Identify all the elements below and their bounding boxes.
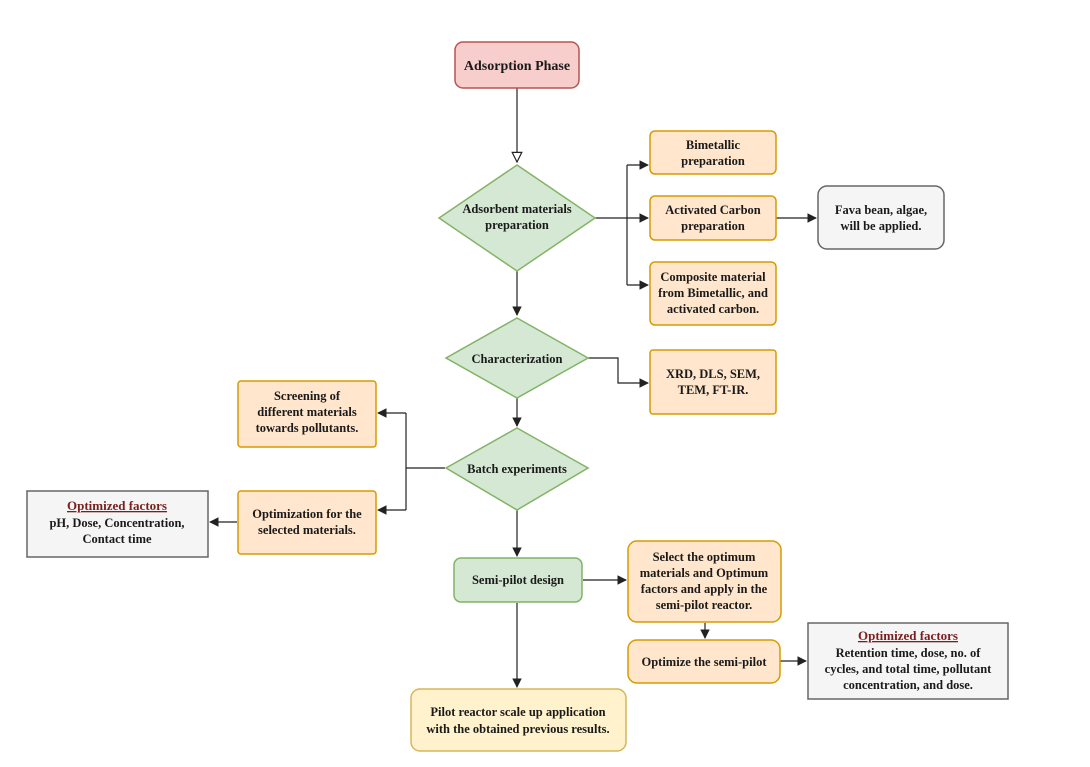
optimization-line-1: Optimization for the (252, 507, 362, 521)
screening-line-2: different materials (257, 405, 357, 419)
batch-label: Batch experiments (467, 462, 567, 476)
composite-line-1: Composite material (660, 270, 766, 284)
node-optimize-semi-pilot: Optimize the semi-pilot (627, 639, 781, 684)
optimized-factors-right-line-3: concentration, and dose. (843, 678, 973, 692)
node-activated-carbon-preparation: Activated Carbon preparation (649, 195, 777, 241)
edge-characterization-to-techniques (588, 357, 649, 388)
techniques-line-1: XRD, DLS, SEM, (666, 367, 760, 381)
node-semi-pilot-design: Semi-pilot design (453, 557, 583, 603)
screening-line-3: towards pollutants. (256, 421, 359, 435)
optimize-semi-pilot-label: Optimize the semi-pilot (642, 655, 768, 669)
fava-bean-line-2: will be applied. (841, 219, 922, 233)
node-fava-bean-algae: Fava bean, algae, will be applied. (817, 185, 945, 250)
techniques-line-2: TEM, FT-IR. (678, 383, 749, 397)
bimetallic-line-1: Bimetallic (686, 138, 741, 152)
node-pilot-reactor: Pilot reactor scale up application with … (410, 688, 627, 752)
select-optimum-line-4: semi-pilot reactor. (656, 598, 753, 612)
select-optimum-line-3: factors and apply in the (641, 582, 768, 596)
characterization-label: Characterization (472, 352, 563, 366)
edges (209, 88, 817, 688)
select-optimum-line-2: materials and Optimum (640, 566, 769, 580)
pilot-reactor-line-2: with the obtained previous results. (426, 722, 609, 736)
optimization-line-2: selected materials. (258, 523, 356, 537)
bimetallic-line-2: preparation (681, 154, 745, 168)
screening-line-1: Screening of (274, 389, 341, 403)
optimized-factors-right-line-1: Retention time, dose, no. of (836, 646, 982, 660)
pilot-reactor-line-1: Pilot reactor scale up application (430, 705, 605, 719)
node-adsorption-phase: Adsorption Phase (454, 41, 580, 89)
node-composite-material: Composite material from Bimetallic, and … (649, 261, 777, 326)
composite-line-2: from Bimetallic, and (658, 286, 768, 300)
node-optimization-selected: Optimization for the selected materials. (237, 490, 377, 555)
optimized-factors-right-heading: Optimized factors (858, 628, 958, 643)
node-characterization: Characterization (444, 317, 590, 399)
node-batch-experiments: Batch experiments (444, 427, 590, 511)
optimized-factors-left-line-1: pH, Dose, Concentration, (49, 516, 184, 530)
optimized-factors-left-line-2: Contact time (82, 532, 152, 546)
node-adsorbent-preparation: Adsorbent materials preparation (437, 164, 597, 272)
adsorption-phase-label: Adsorption Phase (464, 59, 570, 74)
select-optimum-line-1: Select the optimum (653, 550, 756, 564)
node-optimized-factors-right: Optimized factors Retention time, dose, … (807, 622, 1009, 700)
node-optimized-factors-left: Optimized factors pH, Dose, Concentratio… (26, 490, 209, 558)
adsorbent-prep-line-1: Adsorbent materials (462, 202, 571, 216)
semi-pilot-design-label: Semi-pilot design (472, 573, 564, 587)
optimized-factors-right-line-2: cycles, and total time, pollutant (825, 662, 992, 676)
node-characterization-techniques: XRD, DLS, SEM, TEM, FT-IR. (649, 349, 777, 415)
fava-bean-line-1: Fava bean, algae, (835, 203, 927, 217)
composite-line-3: activated carbon. (667, 302, 759, 316)
node-screening: Screening of different materials towards… (237, 380, 377, 448)
adsorbent-prep-line-2: preparation (485, 218, 549, 232)
activated-carbon-line-2: preparation (681, 219, 745, 233)
node-bimetallic-preparation: Bimetallic preparation (649, 130, 777, 175)
node-select-optimum: Select the optimum materials and Optimum… (627, 540, 782, 623)
activated-carbon-line-1: Activated Carbon (665, 203, 761, 217)
optimized-factors-left-heading: Optimized factors (67, 498, 167, 513)
